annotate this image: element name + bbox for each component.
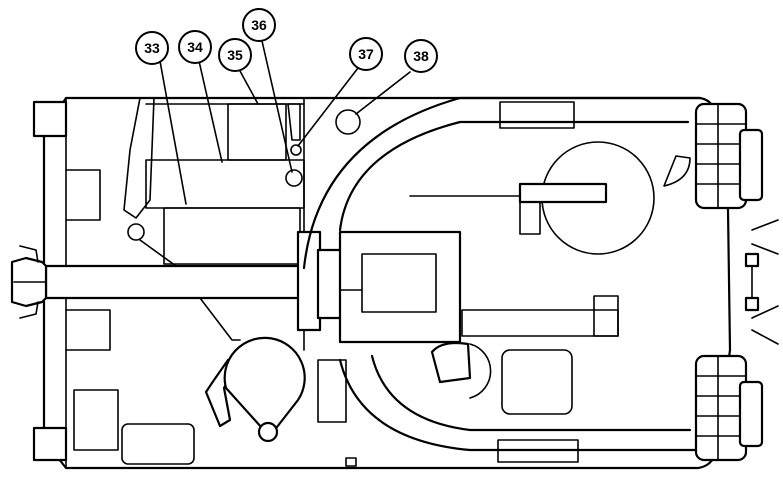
cradle-link bbox=[139, 239, 177, 267]
basket-upper bbox=[694, 102, 748, 210]
callout-33-circle bbox=[135, 31, 169, 65]
leader-36 bbox=[261, 40, 293, 173]
shackle-1 bbox=[744, 252, 760, 268]
shackle-2 bbox=[744, 296, 760, 312]
callout-35-label: 35 bbox=[227, 47, 243, 63]
breech-assembly bbox=[296, 230, 462, 344]
turret-ring-outer-top bbox=[302, 96, 702, 270]
equipment-rack-34 bbox=[145, 159, 305, 209]
stowage-bin-lower bbox=[317, 359, 347, 423]
equipment-box-33 bbox=[163, 207, 301, 265]
travel-lock bbox=[19, 245, 39, 319]
callout-37-circle bbox=[349, 37, 383, 71]
callout-38-circle bbox=[404, 39, 438, 73]
rear-bumper-bottom bbox=[32, 426, 68, 462]
callout-36-circle bbox=[242, 8, 276, 42]
machine-gun-body bbox=[518, 182, 608, 204]
left-panel-2 bbox=[65, 309, 111, 351]
seat-pivot bbox=[257, 421, 279, 443]
loader-seat bbox=[204, 336, 306, 443]
gun-mount bbox=[519, 201, 541, 235]
turret-ring-inner-top bbox=[338, 120, 690, 232]
turret bbox=[302, 96, 702, 467]
callout-35: 35 bbox=[218, 38, 252, 72]
barrel-tube bbox=[44, 264, 304, 300]
mount-37 bbox=[287, 103, 301, 141]
tow-cables bbox=[751, 219, 779, 345]
leader-35 bbox=[239, 70, 259, 105]
callout-37: 37 bbox=[349, 37, 383, 71]
turret-ring-outer-bottom bbox=[338, 358, 702, 452]
drain-plug bbox=[345, 457, 357, 467]
callout-36: 36 bbox=[242, 8, 276, 42]
leader-33 bbox=[159, 60, 187, 205]
gun-barrel bbox=[10, 245, 304, 319]
tow-hook-upper bbox=[738, 128, 764, 202]
callout-35-circle bbox=[218, 38, 252, 72]
callout-34-label: 34 bbox=[187, 39, 203, 55]
center-bay bbox=[145, 97, 305, 351]
callout-37-label: 37 bbox=[358, 46, 374, 62]
port-38 bbox=[335, 109, 361, 135]
vent-bottom bbox=[497, 439, 579, 463]
hatch-hinge bbox=[663, 155, 691, 187]
left-panel-1 bbox=[65, 169, 101, 221]
turret-ring-inner-bottom bbox=[370, 354, 692, 432]
leader-38 bbox=[355, 71, 411, 115]
fitting-37 bbox=[290, 144, 302, 156]
ammo-rack bbox=[501, 349, 573, 415]
callout-38: 38 bbox=[404, 39, 438, 73]
pivot-upper bbox=[127, 223, 145, 241]
storage-box-rear bbox=[73, 389, 119, 451]
leader-34 bbox=[198, 60, 223, 163]
gunner-seat-back bbox=[469, 343, 492, 399]
valve-36 bbox=[285, 169, 303, 187]
strut-upper bbox=[123, 97, 155, 219]
callout-34-circle bbox=[178, 30, 212, 64]
housing-inner bbox=[361, 253, 437, 313]
left-compartment bbox=[65, 97, 195, 465]
storage-box-floor bbox=[121, 423, 195, 465]
seat-cushion bbox=[223, 336, 306, 438]
callout-33: 33 bbox=[135, 31, 169, 65]
tow-hook-lower bbox=[738, 380, 764, 448]
callout-38-label: 38 bbox=[413, 48, 429, 64]
callout-34: 34 bbox=[178, 30, 212, 64]
front-stowage bbox=[694, 102, 779, 462]
rammer-end bbox=[593, 295, 619, 337]
callouts: 33 34 35 36 37 38 bbox=[135, 8, 438, 73]
gunner-seat bbox=[430, 341, 472, 384]
breech-ring bbox=[296, 230, 322, 332]
recoil-housing bbox=[338, 230, 462, 344]
lower-link bbox=[199, 297, 241, 341]
callout-33-label: 33 bbox=[144, 40, 160, 56]
basket-lower bbox=[694, 354, 748, 462]
vent-top bbox=[499, 101, 575, 129]
rear-bumper-top bbox=[32, 100, 68, 138]
leader-lines bbox=[159, 40, 411, 205]
callout-36-label: 36 bbox=[251, 17, 267, 33]
cabinet-35 bbox=[227, 103, 287, 161]
leader-37 bbox=[297, 67, 359, 147]
